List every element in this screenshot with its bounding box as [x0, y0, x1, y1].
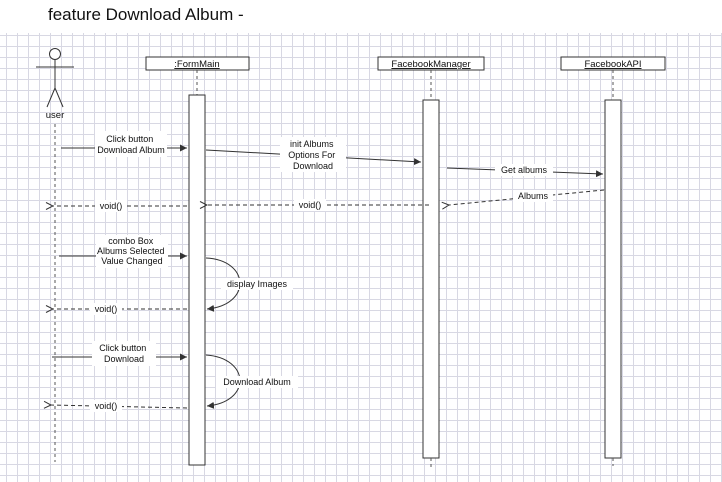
lifeline-facebookapi: FacebookAPI: [560, 56, 666, 466]
message-display-images: display Images: [205, 257, 293, 312]
message-label: Get albums: [501, 165, 548, 175]
message-void-user-3: void(): [51, 400, 188, 412]
message-label: void(): [100, 201, 123, 211]
message-label: void(): [95, 304, 118, 314]
actor-user: user: [36, 48, 74, 121]
formmain-activation: [188, 94, 206, 466]
message-get-albums: Get albums: [446, 164, 604, 178]
svg-text:combo Box Albums Selecte: combo Box Albums Selected Value Changed: [97, 236, 167, 266]
facebookmanager-header-label: FacebookManager: [391, 59, 470, 70]
svg-text:Click button Download Al: Click button Download Album: [97, 134, 165, 155]
label-line: Click button: [99, 343, 146, 353]
message-label: void(): [299, 200, 322, 210]
message-label: void(): [95, 401, 118, 411]
message-download-album: Download Album: [205, 354, 298, 409]
message-label: Albums: [518, 191, 549, 201]
page-title: feature Download Album -: [48, 5, 244, 24]
actor-user-label: user: [46, 110, 64, 121]
message-void-user-2: void(): [53, 303, 187, 315]
lifeline-formmain: :FormMain: [145, 56, 250, 466]
formmain-header-label: :FormMain: [174, 59, 219, 70]
actor-head: [49, 48, 61, 60]
label-line: init Albums: [290, 139, 334, 149]
message-click-download: Click button Download: [52, 341, 187, 366]
message-label: display Images: [227, 279, 288, 289]
facebookmanager-activation: [422, 99, 440, 459]
label-line: Options For: [288, 150, 335, 160]
label-line: Download: [104, 354, 144, 364]
label-line: Download: [293, 161, 333, 171]
message-init-albums: init Albums Options For Download: [205, 137, 422, 172]
label-line: Click button: [106, 134, 153, 144]
label-line: combo Box: [108, 236, 154, 246]
svg-text:Click button Download: Click button Download: [99, 343, 149, 364]
facebookapi-activation: [604, 99, 622, 459]
arrow: [51, 405, 188, 408]
message-click-download-album: Click button Download Album: [61, 131, 187, 157]
message-void-manager: void(): [207, 199, 429, 211]
lifeline-facebookmanager: FacebookManager: [377, 56, 485, 470]
label-line: Value Changed: [101, 256, 162, 266]
message-void-user-1: void(): [53, 200, 187, 212]
label-line: Albums Selected: [97, 246, 165, 256]
svg-text:init Albums Options For: init Albums Options For Download: [288, 139, 338, 171]
label-line: Download Album: [97, 145, 165, 155]
message-albums-return: Albums: [449, 189, 605, 205]
message-combo-changed: combo Box Albums Selected Value Changed: [59, 235, 187, 268]
facebookapi-header-label: FacebookAPI: [584, 59, 641, 70]
message-label: Download Album: [223, 377, 291, 387]
